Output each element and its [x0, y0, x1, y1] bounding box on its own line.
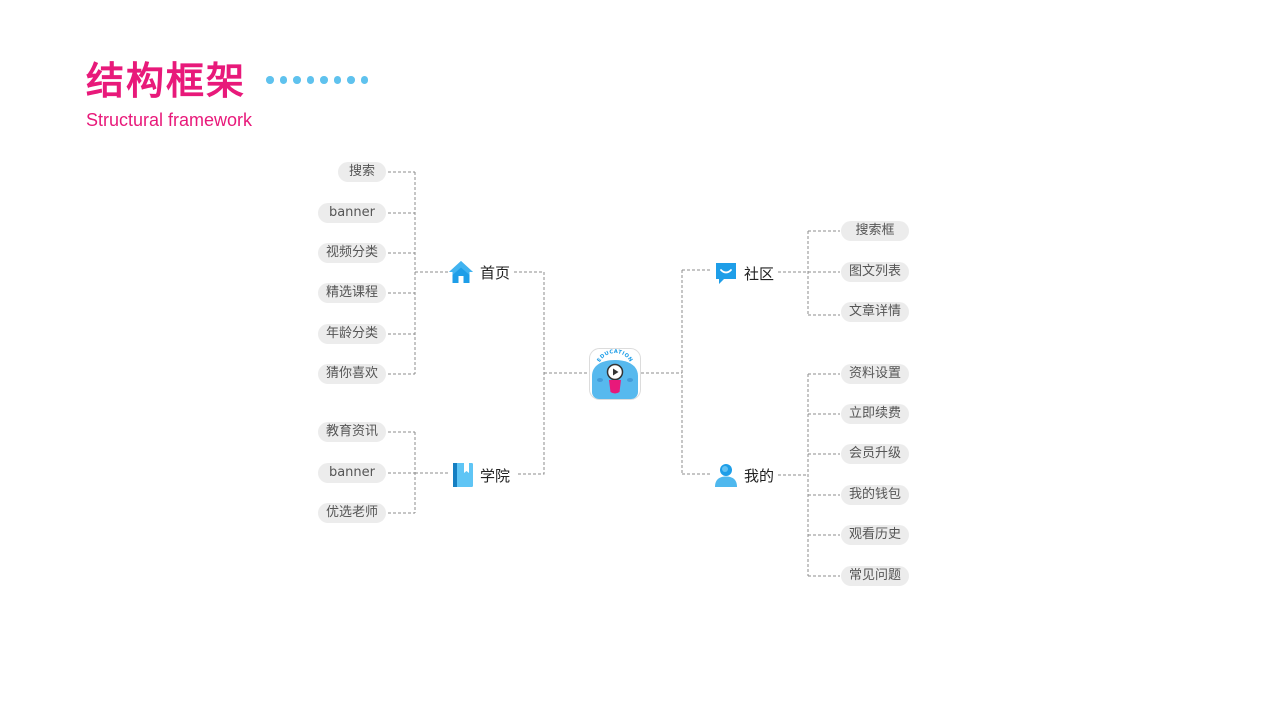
- decorative-dot: [266, 76, 274, 84]
- decorative-dot: [333, 76, 341, 84]
- home-item-age-category: 年龄分类: [318, 324, 386, 344]
- connector-mine-items: [778, 373, 840, 577]
- node-academy-label: 学院: [480, 466, 511, 485]
- decorative-dot: [293, 76, 301, 84]
- academy-item-teachers: 优选老师: [318, 503, 386, 523]
- mine-item-renew: 立即续费: [841, 404, 909, 424]
- home-item-video-category: 视频分类: [318, 243, 386, 263]
- decorative-dot: [279, 76, 287, 84]
- connector-community-items: [778, 230, 840, 316]
- page-title: 结构框架: [86, 59, 247, 103]
- education-app-icon: EDUCATION: [589, 348, 641, 400]
- connector-academy-items: [388, 431, 450, 514]
- mine-item-wallet: 我的钱包: [841, 485, 909, 505]
- node-mine-label: 我的: [744, 466, 775, 485]
- node-academy: 学院: [452, 461, 510, 489]
- mine-item-history: 观看历史: [841, 525, 909, 545]
- node-mine: 我的: [714, 461, 774, 489]
- community-item-image-list: 图文列表: [841, 262, 909, 282]
- academy-item-banner: banner: [318, 463, 386, 483]
- connector-left-main: [514, 271, 589, 475]
- mine-item-vip-upgrade: 会员升级: [841, 444, 909, 464]
- academy-item-news: 教育资讯: [318, 422, 386, 442]
- mine-item-profile-settings: 资料设置: [841, 364, 909, 384]
- home-item-recommend: 猜你喜欢: [318, 364, 386, 384]
- community-item-article-detail: 文章详情: [841, 302, 909, 322]
- decorative-dot: [306, 76, 314, 84]
- chat-icon: [716, 263, 736, 284]
- home-icon: [449, 261, 473, 283]
- node-community: 社区: [714, 259, 774, 287]
- node-home: 首页: [448, 258, 510, 286]
- node-home-label: 首页: [480, 263, 511, 282]
- home-item-featured-courses: 精选课程: [318, 283, 386, 303]
- page-subtitle: Structural framework: [86, 110, 253, 130]
- decorative-dot: [360, 76, 368, 84]
- decorative-dot: [347, 76, 355, 84]
- home-item-search: 搜索: [338, 162, 386, 182]
- node-community-label: 社区: [744, 264, 775, 283]
- decorative-dot: [320, 76, 328, 84]
- home-item-banner: banner: [318, 203, 386, 223]
- user-icon: [715, 464, 737, 487]
- connector-right-main: [641, 269, 712, 475]
- connector-home-items: [388, 171, 448, 375]
- book-icon: [453, 463, 473, 487]
- community-item-search-box: 搜索框: [841, 221, 909, 241]
- mine-item-faq: 常见问题: [841, 566, 909, 586]
- decorative-dots: [266, 76, 368, 84]
